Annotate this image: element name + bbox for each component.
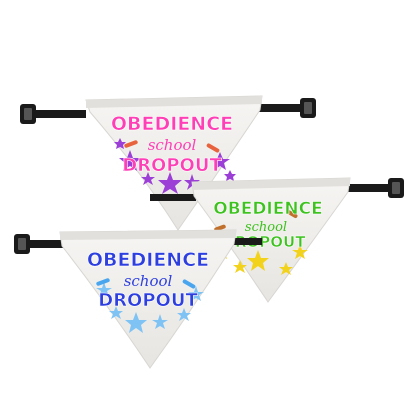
bandana-blue: OBEDIENCE school DROPOUT — [14, 229, 262, 369]
bone-icon-green-left — [214, 224, 226, 232]
bandana-blue-line3: DROPOUT — [98, 290, 198, 311]
bone-icon-pink-left — [124, 140, 138, 148]
star-icon — [158, 172, 182, 194]
strap-left-green — [150, 194, 196, 201]
star-icon — [210, 152, 230, 170]
bandana-blue-line2: school — [124, 272, 173, 290]
bandana-pink-line1: OBEDIENCE — [111, 113, 233, 135]
strap-right-pink — [258, 98, 316, 118]
star-icon — [247, 250, 269, 271]
strap-right-green — [346, 178, 404, 198]
bandana-pink-line3: DROPOUT — [122, 155, 222, 176]
bandana-green: OBEDIENCE school DROPOUT — [150, 177, 404, 303]
bandana-green-line2: school — [245, 220, 287, 235]
bone-icon-green-right — [286, 210, 298, 218]
bone-icon-blue-right — [182, 279, 196, 289]
bandana-green-line3: DROPOUT — [223, 233, 307, 251]
bone-icon-pink-right — [206, 143, 220, 153]
strap-right-blue — [226, 238, 262, 245]
star-icon — [177, 308, 191, 321]
bandana-green-line1: OBEDIENCE — [213, 199, 322, 219]
bone-icon-blue-left — [96, 278, 110, 286]
star-icon — [119, 150, 141, 171]
star-decorations-blue — [96, 282, 204, 333]
star-decorations-green — [214, 244, 308, 275]
star-icon — [125, 312, 147, 333]
star-icon — [224, 170, 236, 181]
bandana-blue-line1: OBEDIENCE — [87, 249, 209, 271]
star-icon — [96, 282, 112, 297]
strap-left-pink — [20, 104, 86, 124]
star-icon — [109, 306, 123, 319]
star-icon — [141, 172, 155, 185]
star-icon — [188, 286, 204, 301]
bandana-pink-line2: school — [148, 136, 197, 154]
strap-left-blue — [14, 234, 64, 254]
star-icon — [292, 244, 308, 259]
star-icon — [279, 262, 293, 275]
star-icon — [152, 314, 168, 329]
star-icon — [233, 260, 247, 273]
star-icon — [114, 138, 126, 149]
